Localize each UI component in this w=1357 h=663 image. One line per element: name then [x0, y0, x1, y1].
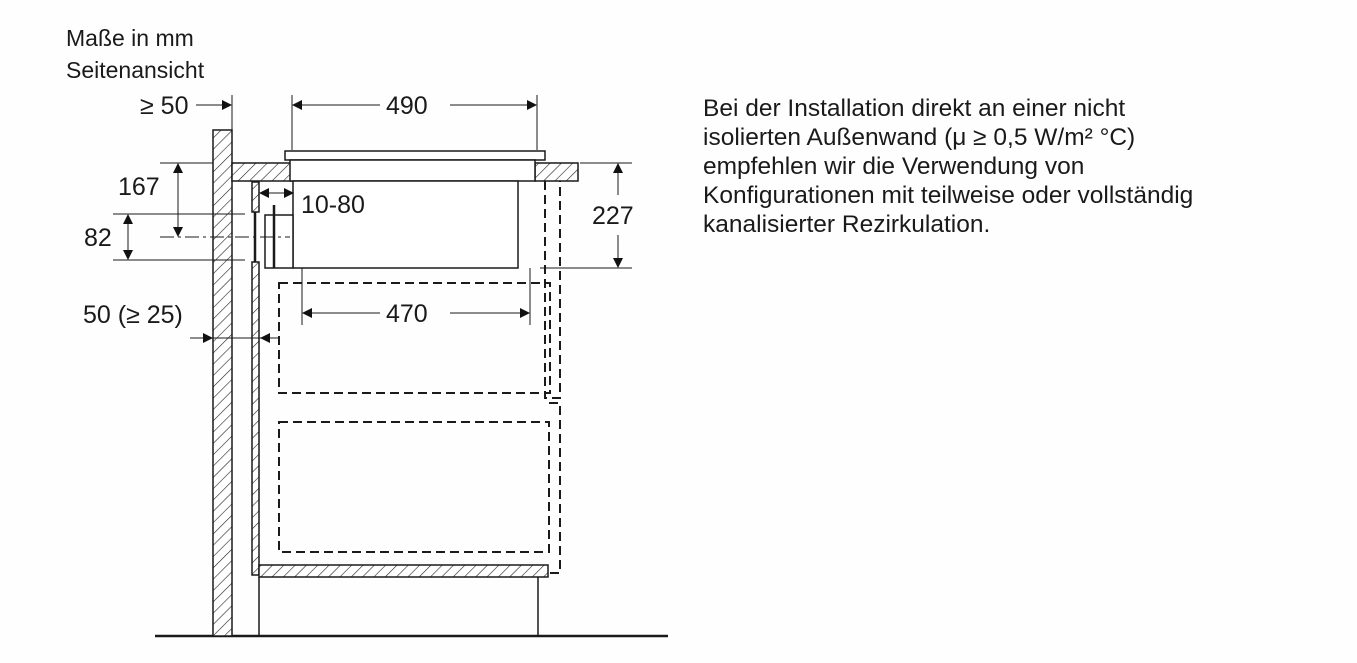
note-line: Bei der Installation direkt an einer nic…: [703, 95, 1126, 122]
drawer-lower: [278, 421, 550, 553]
cabinet-front: [544, 181, 561, 574]
duct: [264, 214, 294, 269]
dimension-lines: [123, 100, 623, 343]
note-line: kanalisierter Rezirkulation.: [703, 211, 991, 238]
dim-hob-width: 490: [386, 92, 428, 120]
view-label: Seitenansicht: [66, 57, 205, 83]
hob-glass: [284, 150, 546, 161]
installation-note: Bei der Installation direkt an einer nic…: [703, 94, 1193, 239]
extractor-unit: [292, 180, 519, 269]
note-line: isolierten Außenwand (μ ≥ 0,5 W/m² °C): [703, 124, 1136, 151]
wall: [212, 129, 233, 637]
note-line: Konfigurationen mit teilweise oder volls…: [703, 182, 1194, 209]
dim-unit-width: 470: [386, 300, 428, 328]
dim-duct-height: 167: [118, 173, 160, 201]
countertop-left: [231, 162, 293, 182]
countertop-right: [534, 162, 579, 182]
dim-back-gap: 50 (≥ 25): [83, 301, 183, 329]
note-line: empfehlen wir die Verwendung von: [703, 153, 1085, 180]
dim-duct-offset: 10-80: [301, 191, 365, 219]
cabinet-bottom: [258, 564, 549, 578]
dim-unit-height: 227: [592, 202, 634, 230]
cabinet-back-panel: [251, 261, 260, 576]
dim-wall-clearance: ≥ 50: [140, 92, 188, 120]
dim-duct-diameter: 82: [84, 224, 112, 252]
hob-frame: [289, 159, 536, 182]
units-label: Maße in mm: [66, 25, 194, 51]
cabinet-back-panel: [251, 181, 260, 213]
